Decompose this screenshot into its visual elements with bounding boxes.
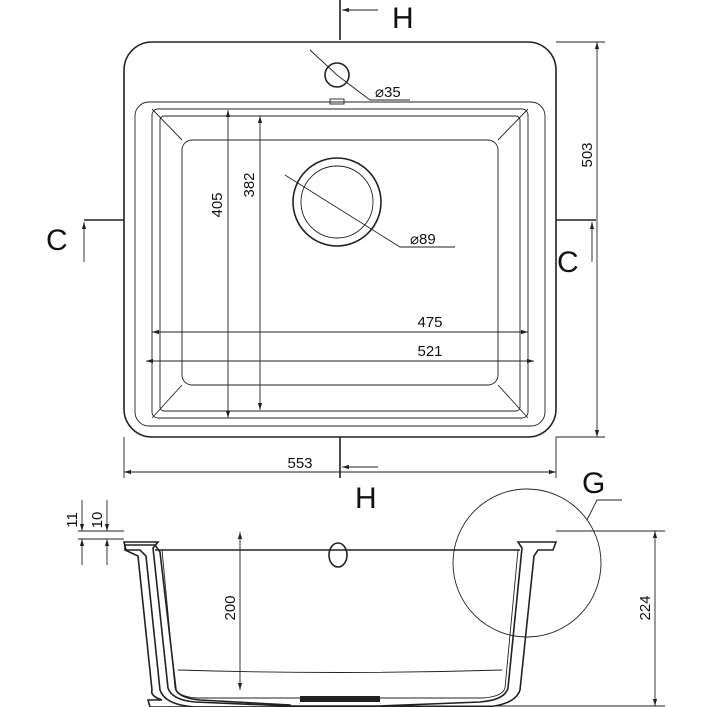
tap-hole: [324, 62, 350, 88]
drain-dim: ⌀89: [410, 231, 436, 248]
bowl-rim: [134, 101, 546, 427]
dim-10: 10: [89, 512, 106, 529]
dim-521: 521: [417, 343, 442, 360]
dim-553: 553: [287, 455, 312, 472]
section-view: 11 10 200 224 G: [64, 467, 665, 707]
dim-405: 405: [209, 192, 226, 217]
section-c-left: C: [46, 224, 68, 257]
tap-hole-dim: ⌀35: [375, 84, 401, 101]
section-c-right: C: [557, 246, 579, 279]
overflow-hole: [328, 542, 348, 568]
sink-outline: [123, 41, 557, 438]
drain-inner: [300, 165, 374, 239]
bowl-outer: [151, 108, 529, 419]
drain-outer: [292, 157, 382, 247]
dim-224: 224: [637, 595, 654, 620]
dim-11: 11: [64, 512, 81, 528]
bowl-bottom: [181, 139, 499, 386]
dim-200: 200: [222, 595, 239, 620]
dim-503: 503: [579, 142, 596, 167]
detail-circle-g: [452, 488, 602, 638]
section-h-top: H: [392, 2, 414, 35]
dim-382: 382: [241, 172, 258, 197]
detail-label-g: G: [582, 467, 605, 500]
dim-475: 475: [417, 314, 442, 331]
section-h-bottom: H: [355, 482, 377, 515]
top-view: ⌀35 ⌀89 405 382 503 475 521 553 H H C C: [46, 0, 605, 515]
